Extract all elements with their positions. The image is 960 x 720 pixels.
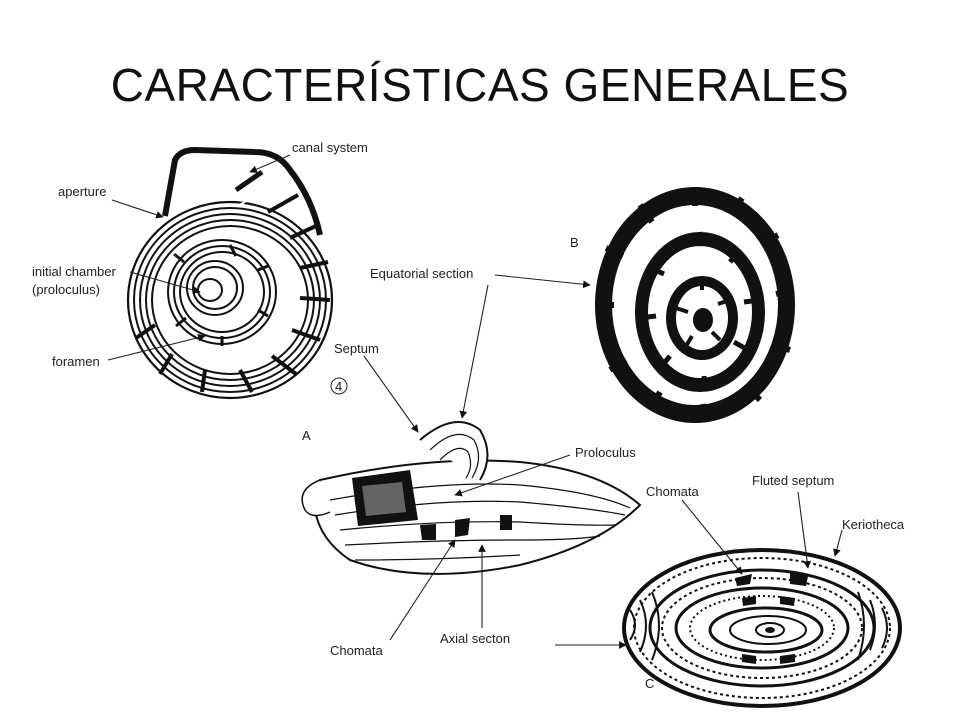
axial-section-drawing bbox=[622, 548, 902, 708]
label-keriotheca: Keriotheca bbox=[842, 517, 905, 532]
planispiral-test-drawing bbox=[126, 146, 334, 400]
slide-title: CARACTERÍSTICAS GENERALES bbox=[110, 59, 850, 111]
panel-label-b: B bbox=[570, 235, 579, 250]
label-aperture: aperture bbox=[58, 184, 106, 199]
label-proloculus-1: (proloculus) bbox=[32, 282, 100, 297]
panel-label-a: A bbox=[302, 428, 311, 443]
label-initial-chamber: initial chamber bbox=[32, 264, 116, 279]
label-axial-section: Axial secton bbox=[440, 631, 510, 646]
label-proloculus-2: Proloculus bbox=[575, 445, 636, 460]
equatorial-section-drawing bbox=[595, 187, 795, 423]
label-chomata-c: Chomata bbox=[646, 484, 700, 499]
label-fluted-septum: Fluted septum bbox=[752, 473, 834, 488]
label-equatorial-section: Equatorial section bbox=[370, 266, 473, 281]
label-foramen: foramen bbox=[52, 354, 100, 369]
panel-label-c: C bbox=[645, 676, 654, 691]
label-chomata-a: Chomata bbox=[330, 643, 384, 658]
figure-number-circle bbox=[330, 377, 348, 395]
label-canal-system: canal system bbox=[292, 140, 368, 155]
fusulinid-cutaway-drawing bbox=[301, 421, 642, 575]
label-septum: Septum bbox=[334, 341, 379, 356]
figure-number: 4 bbox=[335, 379, 342, 394]
